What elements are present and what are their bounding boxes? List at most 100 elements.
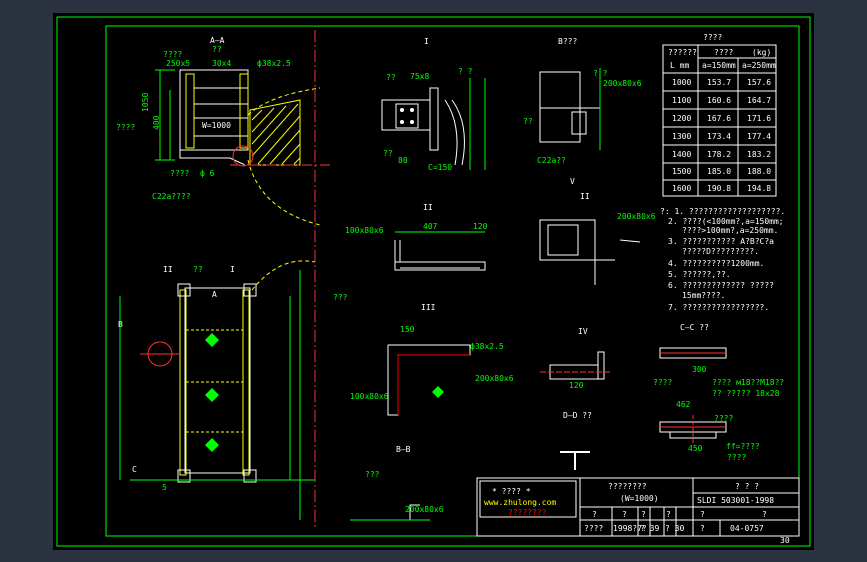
tb-row2-5: ? [700,510,705,519]
aa-dim-3: 1050 [141,93,150,112]
logo-line-2: www.zhulong.com [484,498,556,507]
two-dim-1: 407 [423,222,438,231]
note-line: 6. ????????????? ????? [668,281,774,290]
table-cell: 1500 [672,167,691,176]
three-label-3: 100x80x6 [350,392,389,401]
cc-label-2: ???? [653,378,672,387]
notes: ?: 1. ???????????????????. 2. ????(<100m… [660,207,785,312]
view-cc: C—C ?? 300 ???? ???? м18??M18?? ?? ?????… [653,323,784,462]
note-line: ?????D?????????. [682,247,759,256]
note-line: ?: 1. ???????????????????. [660,207,785,216]
table-sub-2: a=150mm [702,61,736,70]
table-sub-3: a=250mm [742,61,776,70]
logo-box [479,480,577,518]
drawing-title: ???????? [608,482,647,491]
b-label-3: ?? [523,117,533,126]
table-cell: 171.6 [747,114,771,123]
three-label-4: 150 [400,325,415,334]
four-dim-1: 120 [569,381,584,390]
b-label-4: C22a?? [537,156,566,165]
note-line: 3. ??????????? A?B?C?a [668,237,774,246]
page-number: 30 [780,536,790,545]
three-label-2: 200x80x6 [475,374,514,383]
note-line: 15mm????. [682,291,725,300]
weight-table: ???? ?????? ???? (kg) L mm a=150mm a=250… [662,33,777,197]
table-cell: 164.7 [747,96,771,105]
table-cell: 153.7 [707,78,731,87]
plan-label: A [212,290,217,299]
view-aa-title: A—A [210,36,225,45]
view-b-title: B??? [558,37,577,46]
one-label-5: C=150 [428,163,452,172]
table-cell: 177.4 [747,132,771,141]
plan-label: 5 [162,483,167,492]
aa-width-label: W=1000 [202,121,231,130]
view-two-b-title: II [580,192,590,201]
view-bb-title: B—B [396,445,411,454]
logo-line-3: ???????? [508,508,547,517]
aa-dim-4: 400 [152,115,161,130]
tb-row2-3: ? [641,510,646,519]
cc-label-5: 462 [676,400,691,409]
note-line: 2. ????(<100mm?,a=150mm; [668,217,784,226]
table-rows: 1000 153.7 157.6 1100 160.6 164.7 1200 1… [672,78,771,193]
table-cell: 190.8 [707,184,731,193]
table-cell: 1200 [672,114,691,123]
table-cell: 1300 [672,132,691,141]
table-cell: 1400 [672,150,691,159]
view-five-title: V [570,177,575,186]
view-dd: D—D ?? [560,411,592,470]
view-dd-title: D—D ?? [563,411,592,420]
aa-left-label: ???? [116,123,135,132]
tb-row3-3: ? 39 [640,524,659,533]
table-cell: 160.6 [707,96,731,105]
plan-label: ??? [333,293,348,302]
note-line: ????>100mm?,a=250mm. [682,226,778,235]
view-aa: A—A ???? ?? ф38x2.5 250x5 30x4 1050 400 … [116,30,330,530]
table-cell: 173.4 [707,132,731,141]
b-label-2: 200x80x6 [603,79,642,88]
table-cell: 178.2 [707,150,731,159]
cc-label-3: ???? м18??M18?? [712,378,784,387]
one-label-4: ?? [383,149,393,158]
tb-row2-4: ? [666,510,671,519]
table-cell: 185.0 [707,167,731,176]
tb-row3-2: 1998?7? [613,524,647,533]
one-label-2: 75x8 [410,72,429,81]
table-cell: 1000 [672,78,691,87]
table-cell: 183.2 [747,150,771,159]
view-two: II 407 120 100x80x6 II 200x80x6 [345,192,656,285]
aa-bottom-3: C22a???? [152,192,191,201]
view-cc-title: C—C ?? [680,323,709,332]
tb-row2-6: ? [762,510,767,519]
bb-label-1: ??? [365,470,380,479]
drawing-number: 04-0757 [730,524,764,533]
outer-frame [56,16,811,547]
table-cell: 1100 [672,96,691,105]
two-b-label-1: 200x80x6 [617,212,656,221]
tb-row3-5: ? [700,524,705,533]
aa-bottom-1: ???? [170,169,189,178]
two-dim-2: 120 [473,222,488,231]
aa-dim-2: 30x4 [212,59,231,68]
table-header-1: ?????? [668,48,697,57]
plan-label: I [230,265,235,274]
logo-line-1: * ???? * [492,487,531,496]
aa-callout-1: ???? [163,50,182,59]
view-four: IV 120 [540,327,610,390]
table-cell: 188.0 [747,167,771,176]
three-label-1: ф38x2.5 [470,342,504,351]
view-b: B??? ? ? 200x80x6 ?? C22a?? V [523,37,642,186]
table-cell: 194.8 [747,184,771,193]
plan-view: II ?? I A B C ??? 5 [118,260,348,520]
drawing-subtitle: (W=1000) [620,494,659,503]
one-label-1: ?? [386,73,396,82]
plan-label: II [163,265,173,274]
note-line: 7. ?????????????????. [668,303,769,312]
one-label-6: 80 [398,156,408,165]
aa-callout-2: ?? [212,45,222,54]
view-one: I ?? 75x8 ? ? ?? C=150 80 [381,37,486,172]
table-header-2: ???? [714,48,733,57]
cc-label-1: 300 [692,365,707,374]
view-three-title: III [421,303,436,312]
